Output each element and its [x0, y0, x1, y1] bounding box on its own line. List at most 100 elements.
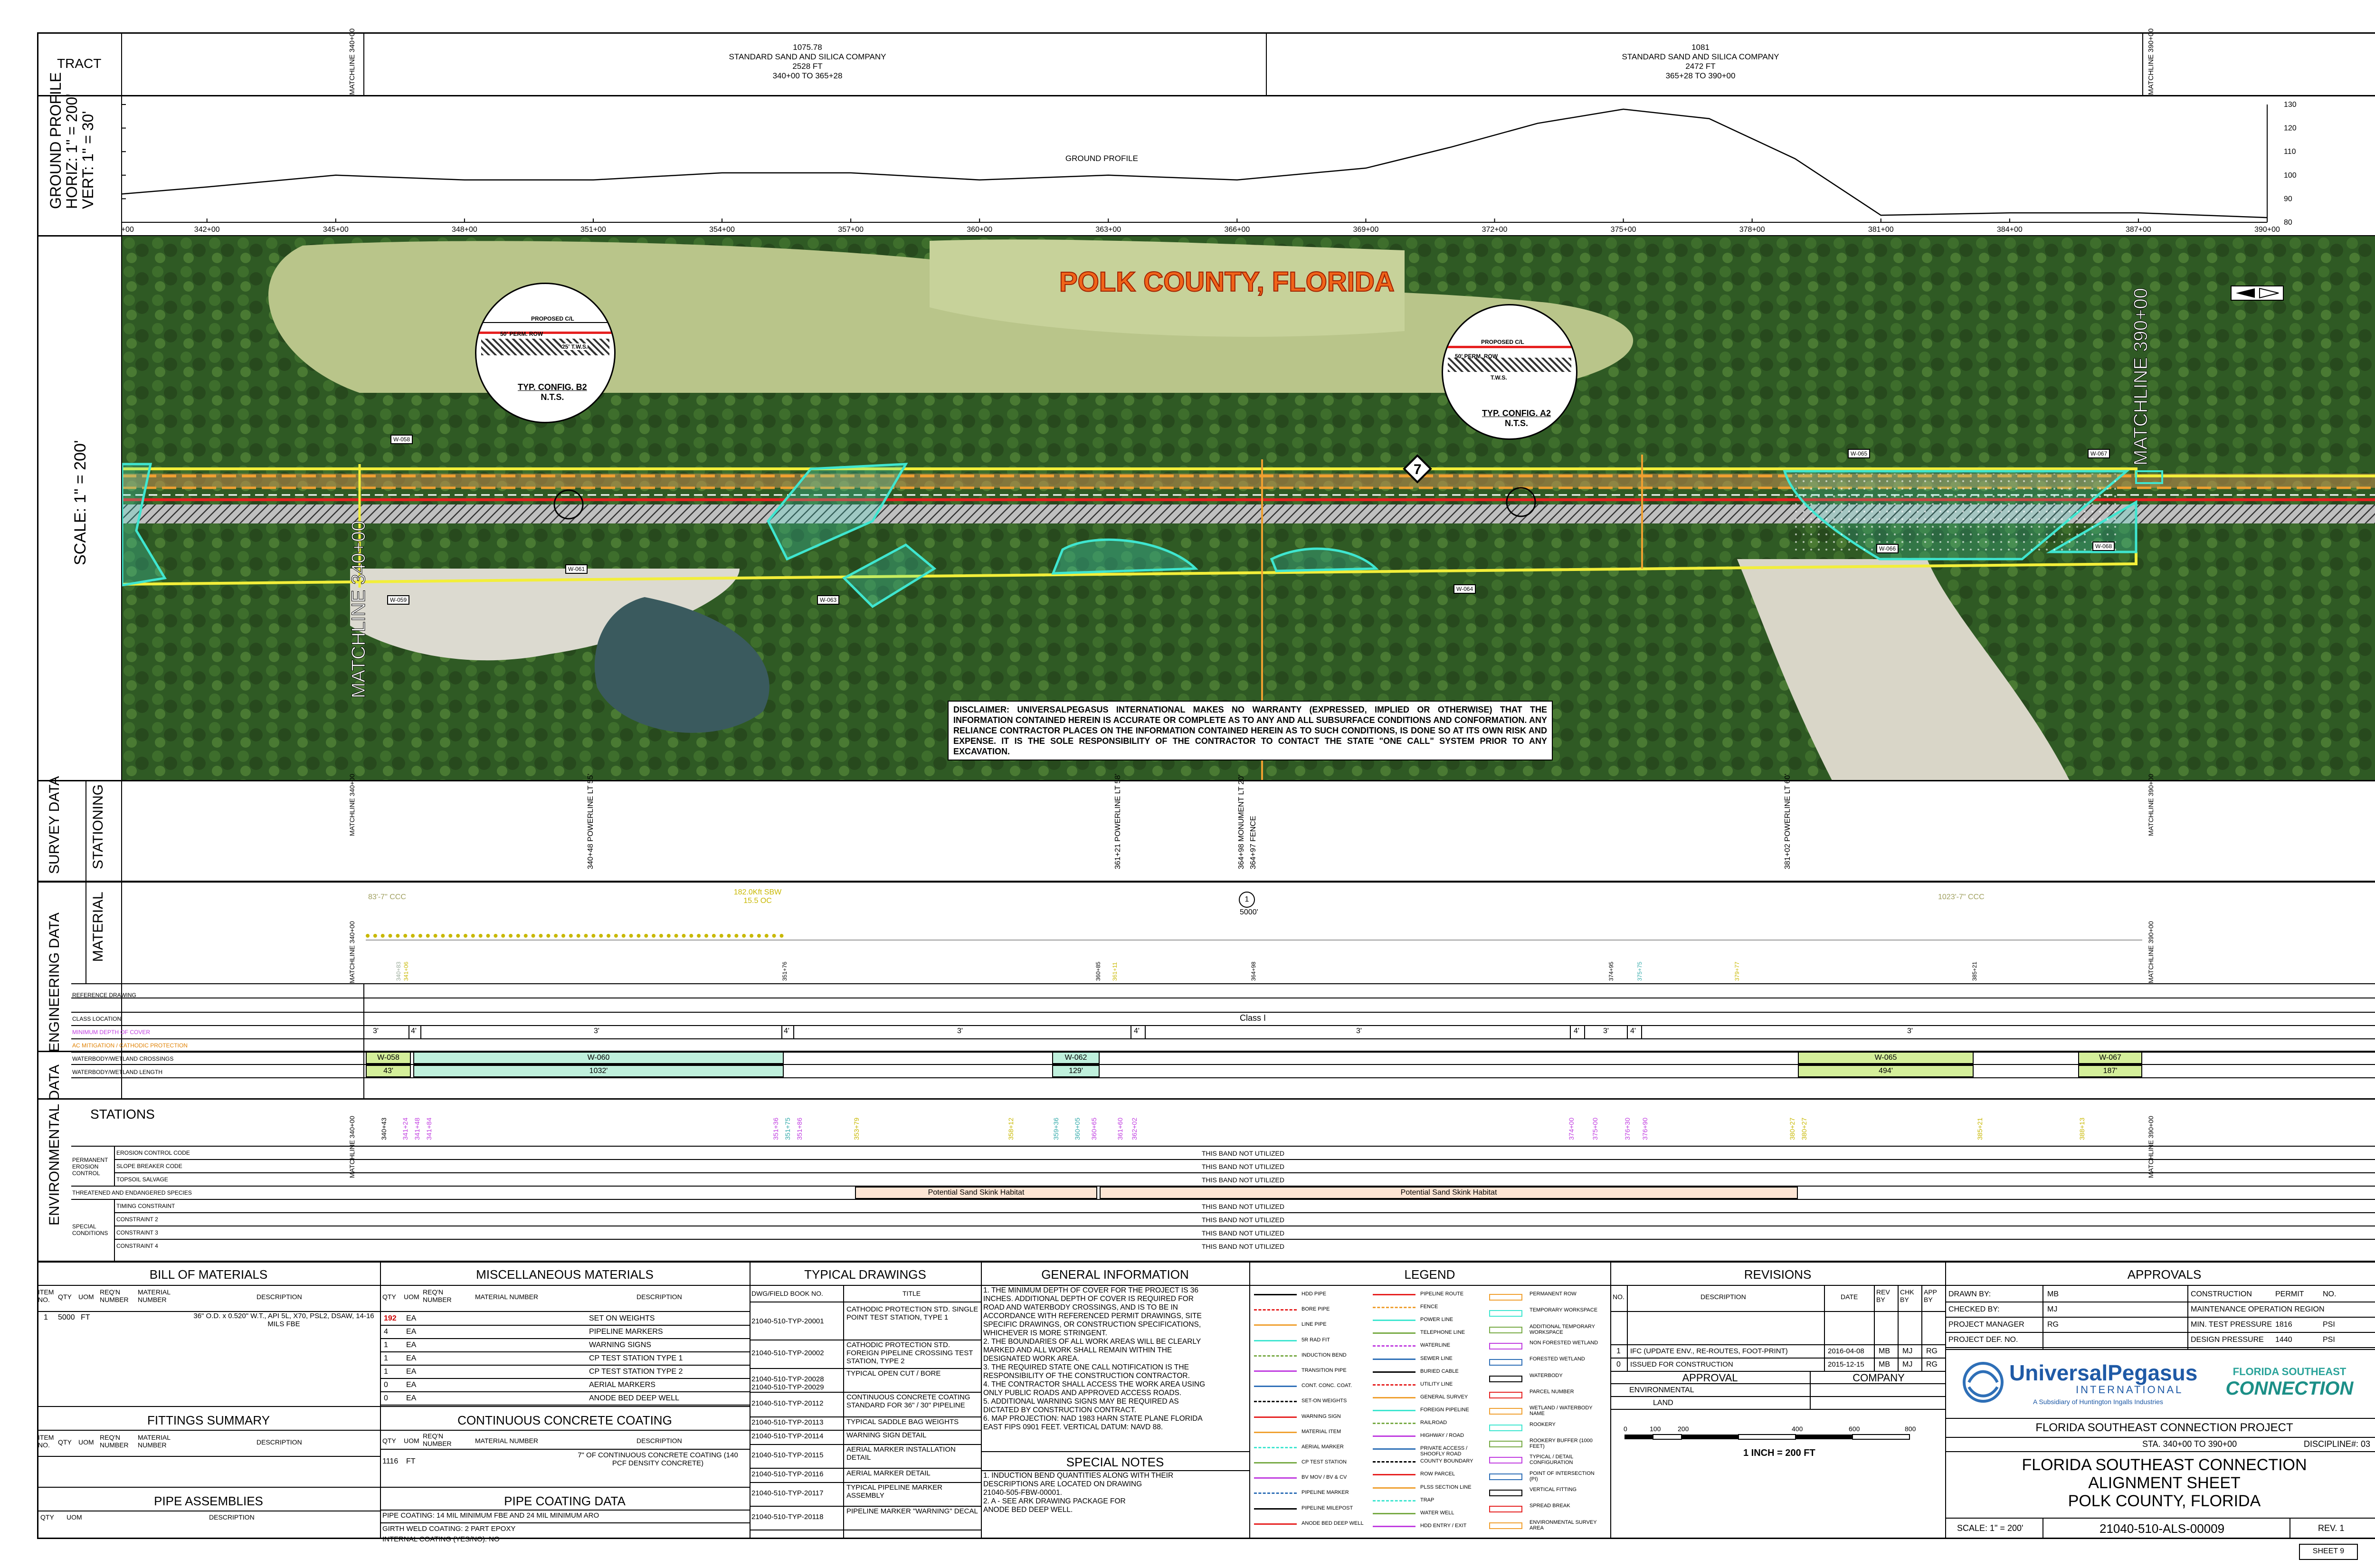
profile-x-tick: 342+00: [194, 226, 220, 234]
legend-label: PIPELINE MILEPOST: [1302, 1505, 1353, 1511]
approval-label: PROJECT MANAGER: [1948, 1321, 2024, 1329]
not-utilized: THIS BAND NOT UTILIZED: [1202, 1229, 1284, 1237]
legend-label: UTILITY LINE: [1420, 1381, 1453, 1387]
legend-label: POINT OF INTERSECTION (PI): [1530, 1470, 1595, 1482]
aerial-map: [122, 236, 2375, 780]
scale-text: 1 INCH = 200 FT: [1743, 1448, 1815, 1458]
misc-cell: EA: [406, 1314, 417, 1322]
legend-label: ANODE BED DEEP WELL: [1302, 1520, 1364, 1526]
typical-dwg-no: 21040-510-TYP-20002: [751, 1349, 824, 1357]
general-note-line: DICTATED BY CONSTRUCTION CONTRACT.: [983, 1406, 1137, 1414]
legend-symbol-icon: [1489, 1522, 1522, 1529]
wetland-w062: [1051, 538, 1198, 575]
scale-tick: 0: [1624, 1425, 1627, 1433]
legend-label: CP TEST STATION: [1302, 1459, 1347, 1465]
legend-label: TEMPORARY WORKSPACE: [1530, 1307, 1598, 1313]
wetland-tag: W-063: [817, 595, 840, 605]
misc-cell: EA: [406, 1354, 417, 1362]
env-station: 351+75: [784, 1117, 791, 1140]
wetland-dots: [1794, 474, 2117, 554]
profile-y-tick-right: 100: [2284, 171, 2297, 180]
general-note-line: 2. THE BOUNDARIES OF ALL WORK AREAS WILL…: [983, 1338, 1201, 1346]
scale-tick: 800: [1905, 1425, 1916, 1433]
habitat-band: Potential Sand Skink Habitat: [1100, 1187, 1798, 1199]
wetland-length: 129': [1052, 1065, 1100, 1077]
eng-station: 340+83: [395, 961, 402, 981]
typical-title: TYPICAL PIPELINE MARKER ASSEMBLY: [846, 1483, 943, 1500]
misc-cell: EA: [406, 1394, 417, 1402]
env-station: 340+43: [380, 1117, 388, 1140]
special-note-line: 1. INDUCTION BEND QUANTITIES ALONG WITH …: [983, 1472, 1174, 1480]
legend-symbol-icon: [1373, 1358, 1416, 1360]
typical-title: TYPICAL SADDLE BAG WEIGHTS: [846, 1418, 959, 1426]
legend-symbol-icon: [1373, 1345, 1416, 1347]
pond: [594, 597, 770, 733]
legend-label: TELEPHONE LINE: [1420, 1330, 1465, 1336]
legend-symbol-icon: [1373, 1448, 1416, 1450]
typical-title: PIPELINE MARKER "WARNING" DECAL: [846, 1507, 978, 1515]
typical-dwg-no: 21040-510-TYP-20118: [751, 1513, 824, 1521]
profile-x-tick: 345+00: [323, 226, 349, 234]
legend-symbol-icon: [1373, 1307, 1416, 1309]
wetland-crossing: W-065: [1798, 1052, 1974, 1064]
legend-symbol-icon: [1254, 1355, 1297, 1357]
habitat-band: Potential Sand Skink Habitat: [855, 1187, 1097, 1199]
general-note-line: MARKED AND ALL WORK SHALL REMAIN WITHIN …: [983, 1346, 1172, 1354]
map-matchline-right: MATCHLINE 390+00: [2130, 288, 2152, 466]
profile-y-tick-right: 110: [2284, 148, 2296, 156]
legend-symbol-icon: [1489, 1294, 1522, 1301]
county-title: POLK COUNTY, FLORIDA: [1059, 266, 1395, 298]
typ-config-a2: PROPOSED C/L 50' PERM. ROW T.W.S.: [1442, 304, 1577, 440]
profile-x-tick: 354+00: [709, 226, 735, 234]
legend-label: BORE PIPE: [1302, 1306, 1330, 1312]
typical-title: WARNING SIGN DETAIL: [846, 1431, 927, 1439]
misc-cell: AERIAL MARKERS: [589, 1381, 656, 1389]
approval-right-cell: MIN. TEST PRESSURE: [2191, 1321, 2272, 1329]
scale-tick: 100: [1650, 1425, 1661, 1433]
env-station: 360+65: [1090, 1117, 1098, 1140]
not-utilized: THIS BAND NOT UTILIZED: [1202, 1163, 1284, 1170]
map-matchline-left: MATCHLINE 340+00: [348, 521, 370, 699]
not-utilized: THIS BAND NOT UTILIZED: [1202, 1216, 1284, 1224]
general-notes: 1. THE MINIMUM DEPTH OF COVER FOR THE PR…: [983, 1286, 1247, 1432]
env-station: 359+36: [1052, 1117, 1060, 1140]
legend-label: VERTICAL FITTING: [1530, 1487, 1577, 1492]
general-note-line: SPECIFIC DRAWINGS, OR CONSTRUCTION SPECI…: [983, 1321, 1201, 1329]
legend-symbol-icon: [1489, 1310, 1522, 1317]
approval-label: PROJECT DEF. NO.: [1948, 1336, 2018, 1344]
profile-x-tick: 357+00: [838, 226, 864, 234]
misc-cell: 1: [384, 1341, 388, 1349]
env-station: 341+84: [425, 1117, 433, 1140]
env-station: 351+36: [772, 1117, 779, 1140]
legend-symbol-icon: [1373, 1320, 1416, 1321]
stations-label: STATIONS: [90, 1107, 155, 1121]
wetland-crossing: W-067: [2078, 1052, 2142, 1064]
special-note-line: ANODE BED DEEP WELL.: [983, 1506, 1073, 1514]
legend-label: WATERBODY: [1530, 1372, 1563, 1378]
legend-symbol-icon: [1489, 1326, 1522, 1333]
misc-cell: EA: [406, 1341, 417, 1349]
profile-x-tick: 390+00: [2254, 226, 2280, 234]
survey-station: 381+02 POWERLINE LT 60': [1784, 773, 1792, 869]
legend-symbol-icon: [1489, 1392, 1522, 1398]
eng-station: 364+98: [1250, 961, 1257, 981]
legend-symbol-icon: [1373, 1332, 1416, 1334]
wetland-length: 187': [2078, 1065, 2142, 1077]
legend-symbol-icon: [1373, 1423, 1416, 1425]
legend-symbol-icon: [1489, 1473, 1522, 1480]
misc-cell: 0: [384, 1394, 388, 1402]
fsc-logo: FLORIDA SOUTHEAST CONNECTION: [2225, 1366, 2354, 1399]
special-note-line: 21040-505-FBW-00001.: [983, 1489, 1063, 1497]
legend-symbol-icon: [1254, 1416, 1297, 1418]
approval-right-cell: PERMIT: [2275, 1290, 2304, 1298]
engineering-band: [37, 881, 2375, 1100]
sign-number: 7: [1414, 462, 1422, 477]
env-station: 361+60: [1116, 1117, 1124, 1140]
legend-label: PERMANENT ROW: [1530, 1291, 1577, 1297]
misc-cell: 0: [384, 1381, 388, 1389]
approval-value: MB: [2047, 1290, 2059, 1298]
legend-symbol-icon: [1254, 1446, 1297, 1448]
legend-label: ADDITIONAL TEMPORARY WORKSPACE: [1530, 1323, 1595, 1335]
wetland-tag: W-068: [2092, 542, 2115, 551]
env-station: 374+00: [1568, 1117, 1575, 1140]
